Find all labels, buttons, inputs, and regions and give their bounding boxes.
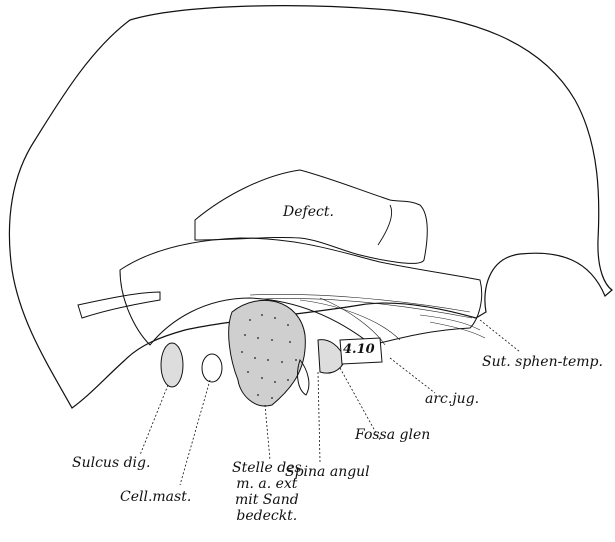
stelle-line-1: Stelle des: [232, 460, 302, 476]
stelle-line-3: mit Sand: [232, 492, 302, 508]
meatus-region: [229, 300, 306, 406]
sulcus-dig-oval: [161, 343, 183, 387]
label-cell-mast: Cell.mast.: [120, 490, 191, 504]
stelle-line-2: m. a. ext: [232, 476, 302, 492]
cell-mast-oval: [202, 354, 222, 382]
label-sut-sphen-temp: Sut. sphen-temp.: [482, 355, 603, 369]
label-sulcus-dig: Sulcus dig.: [72, 456, 150, 470]
defect-inner-ridge: [378, 205, 392, 245]
label-defect: Defect.: [283, 205, 334, 219]
label-number: 4.10: [343, 343, 375, 356]
label-fossa-glen: Fossa glen: [355, 428, 430, 442]
stelle-line-4: bedeckt.: [232, 508, 302, 524]
left-lobe-outline: [78, 292, 160, 318]
label-stelle-des: Stelle des m. a. ext mit Sand bedeckt.: [232, 460, 302, 524]
label-arc-jug: arc.jug.: [425, 392, 479, 406]
